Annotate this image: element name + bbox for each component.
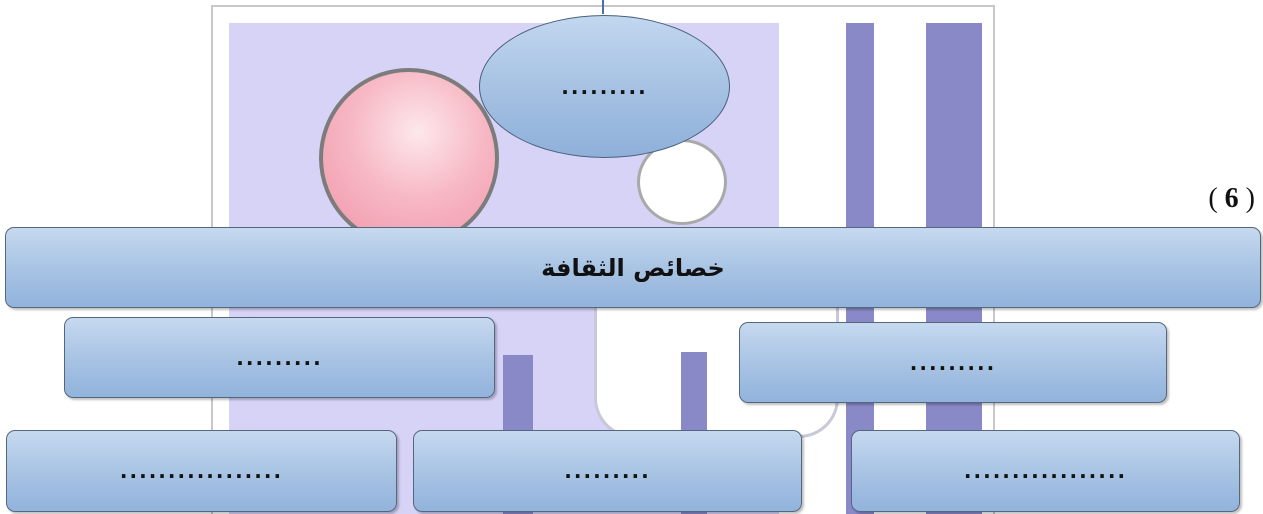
bottom-left-blank-text: ................. bbox=[119, 459, 284, 483]
bottom-left-blank-box: ................. bbox=[6, 430, 397, 512]
main-title-box: خصائص الثقافة bbox=[5, 227, 1261, 308]
white-circle-shape bbox=[637, 139, 727, 225]
oval-blank-text: ......... bbox=[561, 74, 648, 99]
middle-left-blank-box: ......... bbox=[64, 317, 495, 398]
bottom-right-blank-text: ................. bbox=[963, 459, 1128, 483]
main-title-text: خصائص الثقافة bbox=[541, 253, 725, 282]
middle-right-blank-box: ......... bbox=[739, 322, 1167, 403]
bottom-right-blank-box: ................. bbox=[851, 430, 1240, 512]
middle-right-blank-text: ......... bbox=[909, 350, 997, 375]
middle-left-blank-text: ......... bbox=[236, 345, 323, 370]
oval-blank-node: ......... bbox=[479, 15, 730, 158]
question-close-paren: ) bbox=[1245, 183, 1255, 214]
question-open-paren: ( bbox=[1208, 183, 1218, 214]
bottom-center-blank-text: ......... bbox=[564, 459, 651, 483]
question-number: ( 6 ) bbox=[1208, 183, 1255, 215]
pink-circle-shape bbox=[319, 68, 499, 248]
connector-line bbox=[602, 0, 604, 14]
question-number-value: 6 bbox=[1224, 183, 1239, 214]
bottom-center-blank-box: ......... bbox=[413, 430, 802, 512]
